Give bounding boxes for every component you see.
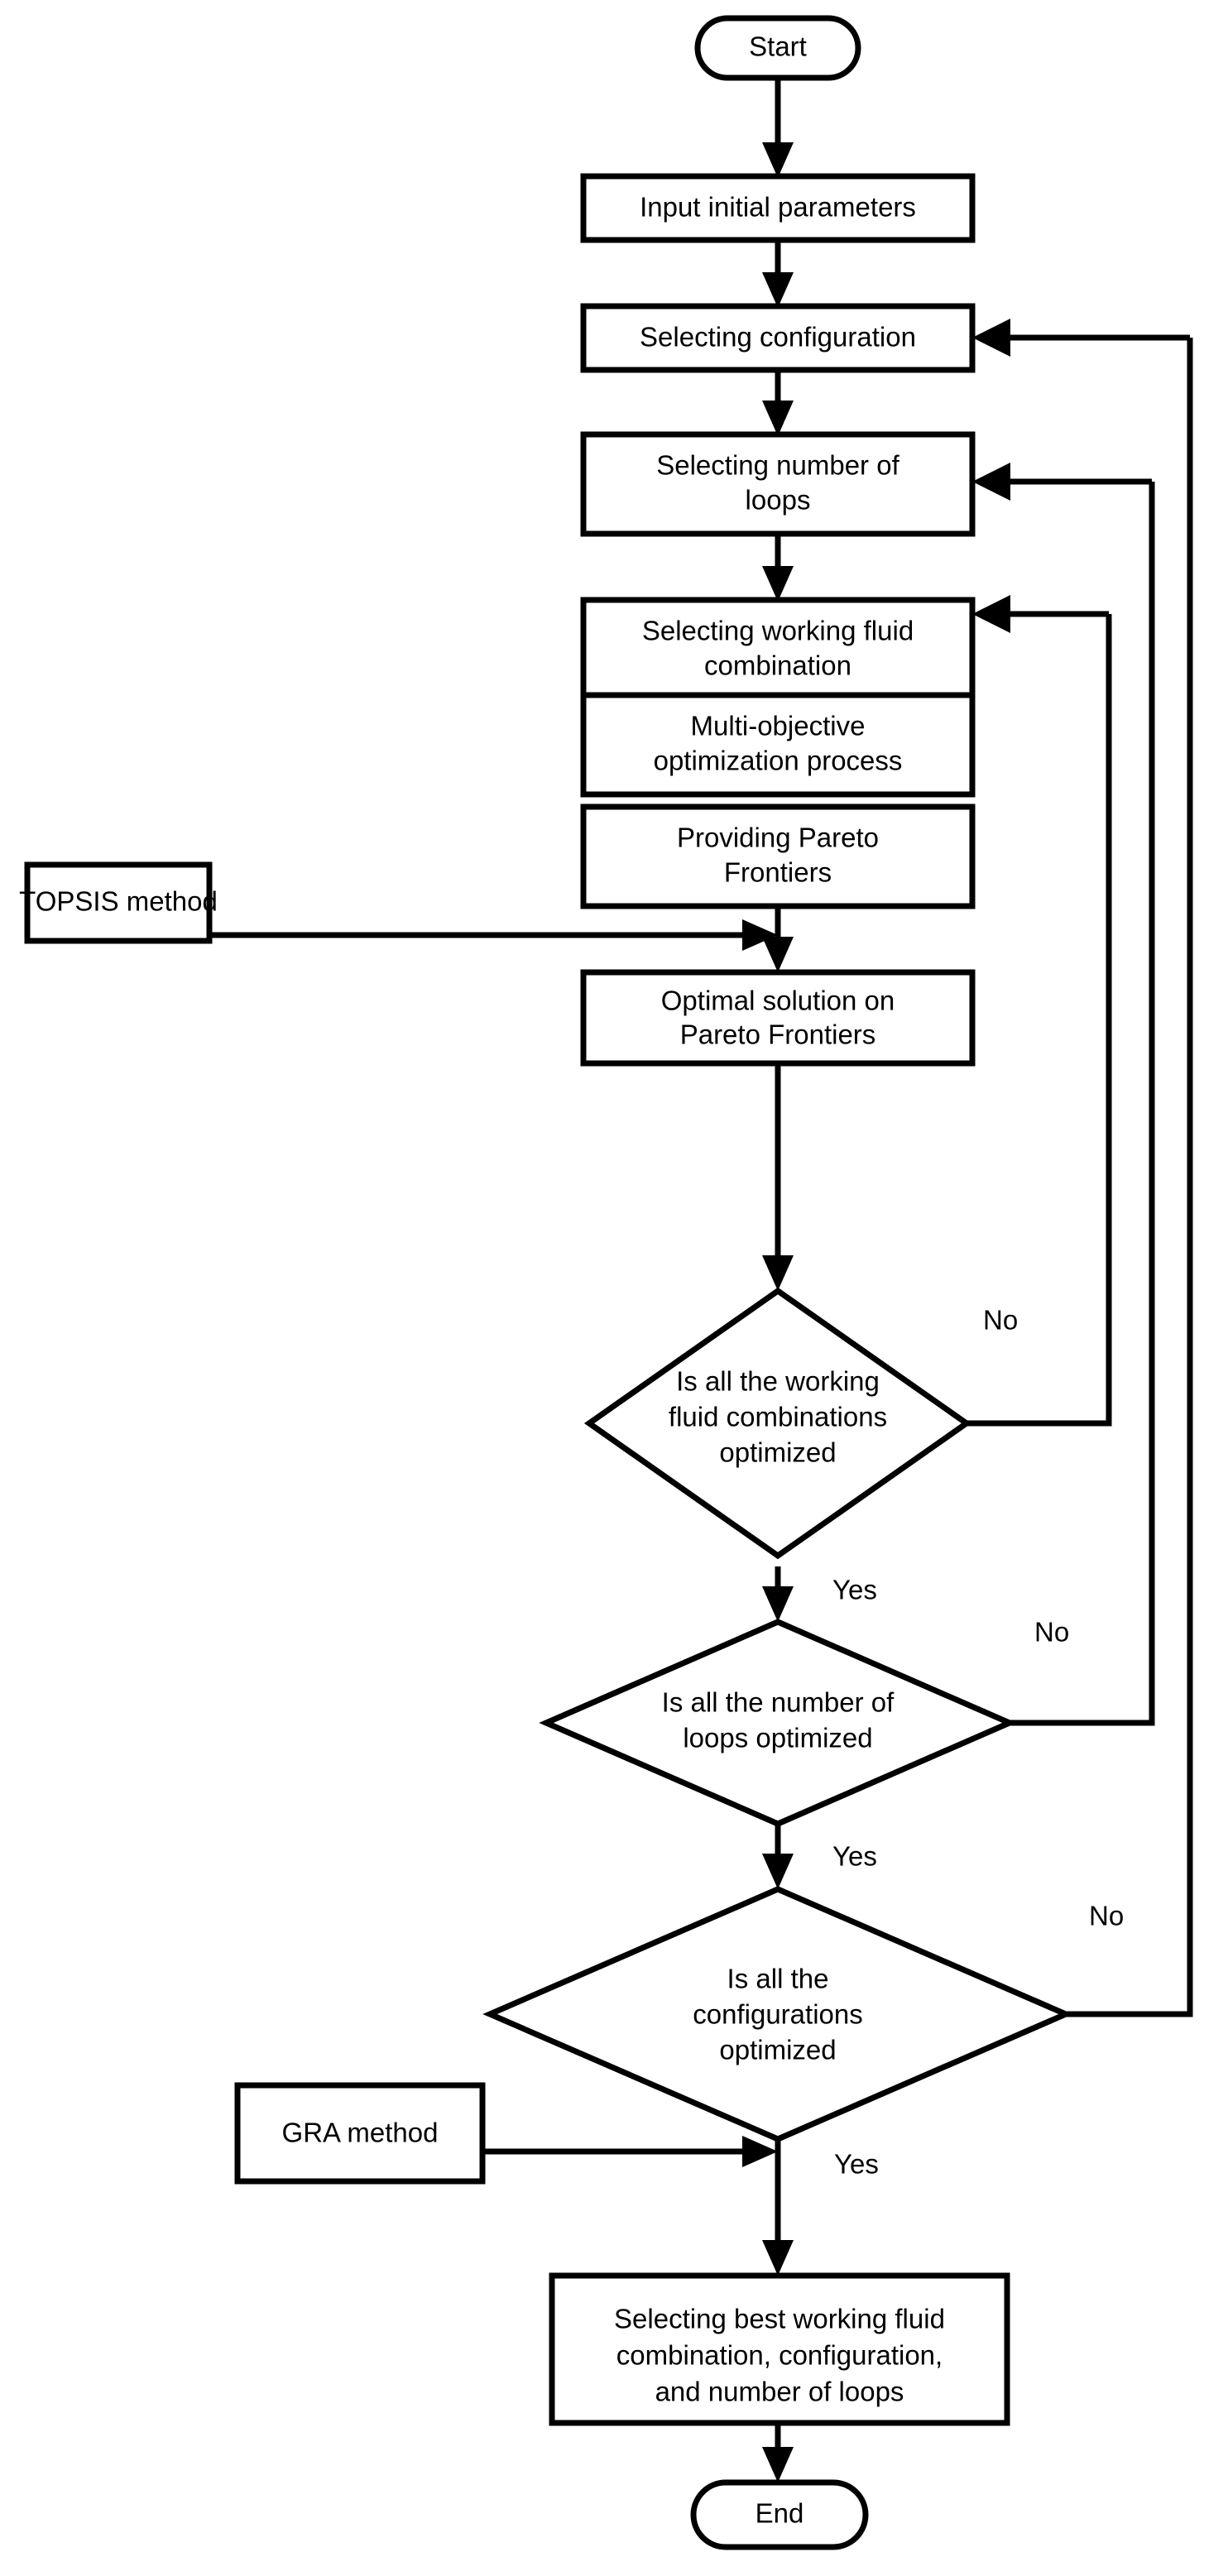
node-end[interactable]: End <box>690 2479 869 2550</box>
node-decision-number-of-loops-label-line2: loops optimized <box>683 1723 872 1753</box>
node-topsis-method[interactable]: TOPSIS method <box>19 861 218 944</box>
node-selecting-configuration[interactable]: Selecting configuration <box>580 303 976 373</box>
node-topsis-method-label: TOPSIS method <box>19 886 218 917</box>
node-start[interactable]: Start <box>694 15 861 81</box>
node-selecting-working-fluid-combination-label-line2: combination <box>704 650 851 681</box>
node-gra-method[interactable]: GRA method <box>234 2082 486 2185</box>
node-gra-method-label: GRA method <box>282 2118 439 2148</box>
node-input-initial-parameters-label: Input initial parameters <box>640 192 916 223</box>
node-decision-number-of-loops-optimized[interactable]: Is all the number of loops optimized <box>539 1619 1017 1827</box>
node-decision-number-of-loops-label-line1: Is all the number of <box>662 1687 895 1718</box>
node-selecting-best-label-line3: and number of loops <box>655 2377 904 2407</box>
connector-decision-config-yes-to-best <box>762 2139 794 2276</box>
branch-label-loops-yes: Yes <box>832 1841 877 1872</box>
node-selecting-configuration-label: Selecting configuration <box>640 322 916 353</box>
connector-start-to-input <box>762 79 794 178</box>
node-selecting-best-combination[interactable]: Selecting best working fluid combination… <box>549 2272 1010 2426</box>
branch-label-config-no: No <box>1089 1901 1124 1931</box>
connector-decision-fluid-no-loop <box>967 595 1112 1427</box>
branch-label-fluid-no: No <box>983 1305 1018 1336</box>
connector-decision-loops-yes-to-decision-config <box>762 1825 794 1889</box>
node-end-label: End <box>756 2498 804 2529</box>
node-optimal-solution-on-pareto-frontiers[interactable]: Optimal solution on Pareto Frontiers <box>580 969 976 1067</box>
node-providing-pareto-frontiers-label-line2: Frontiers <box>724 857 832 888</box>
node-selecting-best-label-line1: Selecting best working fluid <box>614 2304 945 2334</box>
branch-label-fluid-yes: Yes <box>832 1575 877 1605</box>
connector-config-to-loops <box>762 370 794 436</box>
connector-decision-loops-no-loop <box>972 463 1155 1726</box>
connector-gra-to-best <box>482 2136 778 2167</box>
branch-label-loops-no: No <box>1034 1617 1069 1648</box>
node-providing-pareto-frontiers-label-line1: Providing Pareto <box>677 823 879 853</box>
connector-topsis-to-optimal <box>209 919 778 951</box>
node-decision-configurations-label-line1: Is all the <box>727 1964 829 1994</box>
connector-loops-to-fluid <box>762 534 794 602</box>
node-decision-working-fluid-label-line1: Is all the working <box>676 1366 880 1397</box>
node-decision-configurations-optimized[interactable]: Is all the configurations optimized <box>482 1886 1073 2142</box>
connector-decision-config-no-loop <box>972 319 1193 2017</box>
node-start-label: Start <box>749 31 807 62</box>
connector-decision-fluid-yes-to-decision-loops <box>762 1566 794 1622</box>
connector-optimal-to-decision-fluid <box>762 1063 794 1291</box>
node-multi-objective-optimization-process-label-line2: optimization process <box>654 746 903 776</box>
node-selecting-number-of-loops-label-line1: Selecting number of <box>656 450 899 481</box>
node-selecting-number-of-loops-label-line2: loops <box>746 485 811 516</box>
node-providing-pareto-frontiers[interactable]: Providing Pareto Frontiers <box>580 804 976 909</box>
node-selecting-number-of-loops[interactable]: Selecting number of loops <box>580 431 976 537</box>
branch-label-config-yes: Yes <box>834 2149 879 2180</box>
connector-best-to-end <box>762 2423 794 2482</box>
node-decision-working-fluid-optimized[interactable]: Is all the working fluid combinations op… <box>583 1287 972 1560</box>
node-multi-objective-optimization-process-label-line1: Multi-objective <box>691 711 866 741</box>
node-decision-working-fluid-label-line2: fluid combinations <box>669 1402 887 1432</box>
node-optimal-solution-label-line1: Optimal solution on <box>661 986 895 1016</box>
node-optimal-solution-label-line2: Pareto Frontiers <box>680 1019 876 1050</box>
node-decision-working-fluid-label-line3: optimized <box>719 1437 836 1468</box>
node-selecting-best-label-line2: combination, configuration, <box>616 2340 943 2371</box>
node-selecting-working-fluid-combination-label-line1: Selecting working fluid <box>642 616 914 646</box>
node-selecting-working-fluid-combination[interactable]: Selecting working fluid combination <box>580 597 976 703</box>
connector-pareto-to-optimal <box>762 906 794 972</box>
connector-input-to-config <box>762 240 794 308</box>
node-decision-configurations-label-line2: configurations <box>693 1999 862 2030</box>
node-multi-objective-optimization-process[interactable]: Multi-objective optimization process <box>580 692 976 798</box>
node-input-initial-parameters[interactable]: Input initial parameters <box>580 173 976 243</box>
node-decision-configurations-label-line3: optimized <box>719 2035 836 2065</box>
